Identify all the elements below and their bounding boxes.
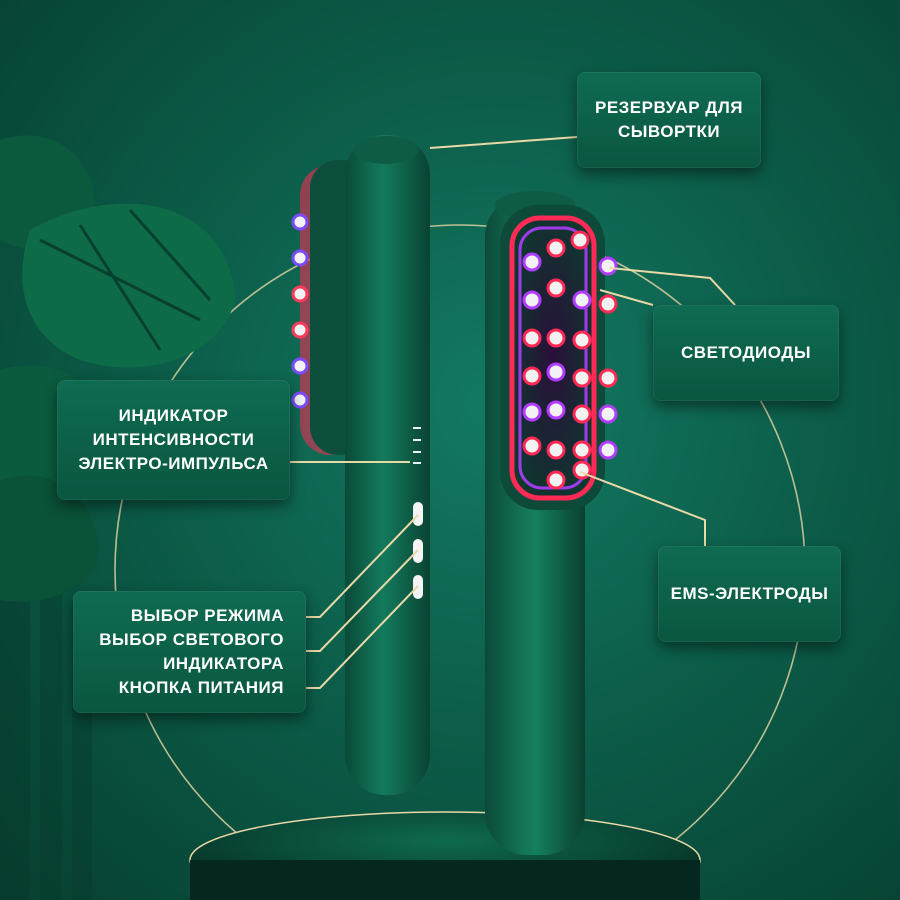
callout-line: КНОПКА ПИТАНИЯ (118, 678, 284, 697)
side-pins (291, 213, 309, 409)
callout-line: ИНТЕНСИВНОСТИ (92, 430, 255, 449)
mode-button (413, 502, 423, 526)
intensity-indicator-dashes (413, 427, 421, 464)
callout-line: ИНДИКАТОР (118, 406, 229, 425)
callout-line: ИНДИКАТОРА (163, 654, 284, 673)
monstera-plant (0, 135, 235, 602)
callout-line: EMS-ЭЛЕКТРОДЫ (670, 584, 829, 603)
callout-buttons: ВЫБОР РЕЖИМА ВЫБОР СВЕТОВОГО ИНДИКАТОРА … (73, 591, 306, 713)
callout-intensity-indicator: ИНДИКАТОР ИНТЕНСИВНОСТИ ЭЛЕКТРО-ИМПУЛЬСА (57, 380, 290, 500)
device-front-view (485, 191, 618, 855)
device-side-view (291, 135, 430, 795)
callout-line: СЫВОРТКИ (617, 122, 721, 141)
ems-electrode-pins (522, 230, 618, 490)
callout-line: ВЫБОР РЕЖИМА (130, 606, 284, 625)
callout-line: ЭЛЕКТРО-ИМПУЛЬСА (78, 454, 269, 473)
callout-leds: СВЕТОДИОДЫ (653, 305, 839, 401)
callout-line: СВЕТОДИОДЫ (681, 343, 811, 362)
callout-serum-reservoir: РЕЗЕРВУАР ДЛЯ СЫВОРТКИ (577, 72, 761, 168)
callout-ems-electrodes: EMS-ЭЛЕКТРОДЫ (658, 546, 841, 642)
callout-line: ВЫБОР СВЕТОВОГО (99, 630, 284, 649)
callout-line: РЕЗЕРВУАР ДЛЯ (594, 98, 744, 117)
